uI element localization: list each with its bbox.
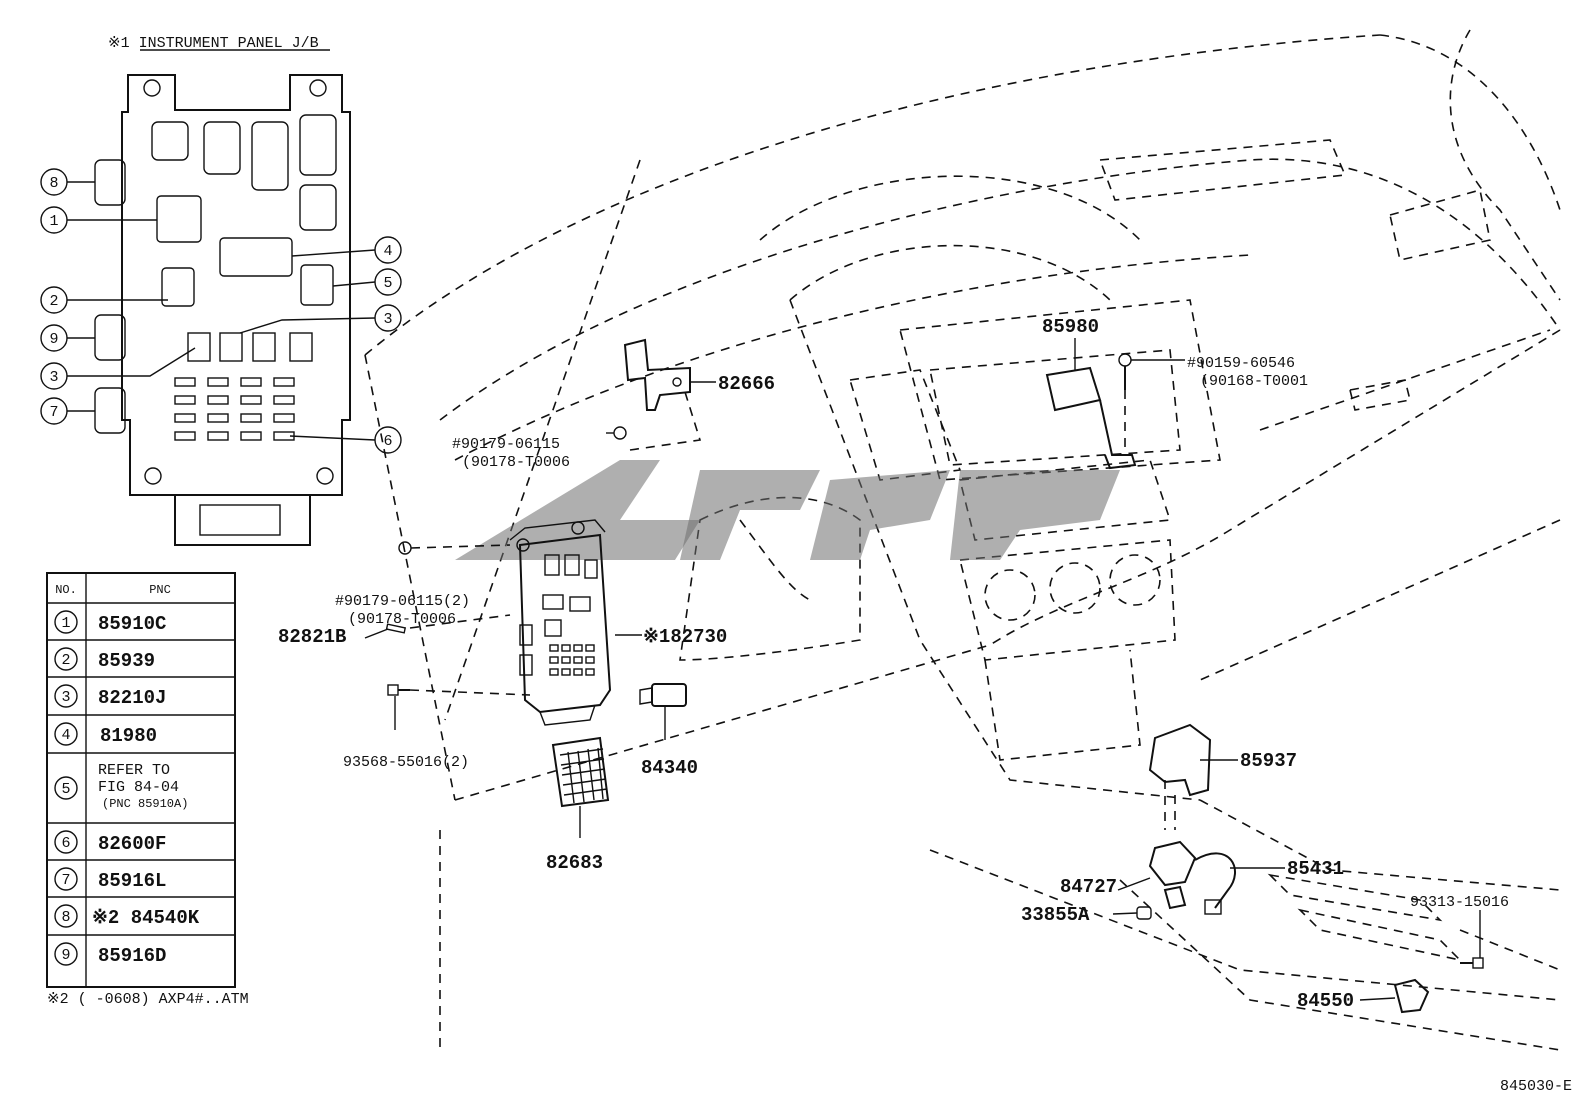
panel-callout-9: 9 [40,324,68,352]
relay-85980 [1045,338,1137,470]
svg-text:2: 2 [49,293,58,310]
label-85980: 85980 [1042,316,1099,338]
bracket-82666 [623,338,716,451]
panel-callout-2: 2 [40,286,68,314]
table-row: 2 85939 [54,647,155,672]
pnc-table: NO. PNC 1 85910C 2 85939 3 82210J 4 8198… [46,572,249,1008]
svg-text:85910C: 85910C [98,613,166,635]
svg-text:81980: 81980 [100,725,157,747]
label-93313: 93313-15016 [1410,894,1509,911]
table-row: 4 81980 [54,722,157,747]
svg-text:4: 4 [383,243,392,260]
label-82821b: 82821B [278,626,346,648]
table-row: 1 85910C [54,610,166,635]
label-84550: 84550 [1297,990,1354,1012]
panel-callout-5: 5 [374,268,402,296]
label-84340: 84340 [641,757,698,779]
label-90168: (90168-T0001 [1200,373,1308,390]
svg-text:9: 9 [49,331,58,348]
clip-33855a [1112,906,1152,920]
svg-text:8: 8 [61,909,70,926]
svg-text:82600F: 82600F [98,833,166,855]
figure-id: 845030-E [1500,1078,1572,1095]
svg-text:(PNC 85910A): (PNC 85910A) [102,797,188,811]
svg-text:82210J: 82210J [98,687,166,709]
junction-block-82730 [509,519,612,726]
pin-82821b [385,614,511,634]
panel-callout-3b: 3 [40,362,68,390]
screw-90159 [1118,353,1185,455]
svg-text:7: 7 [49,404,58,421]
clip-nut-2 [398,541,511,555]
svg-text:5: 5 [383,275,392,292]
svg-text:85916D: 85916D [98,945,166,967]
label-90178-b: (90178-T0006 [348,611,456,628]
panel-callout-6: 6 [374,426,402,454]
svg-text:6: 6 [61,835,70,852]
bolt-93568 [387,684,531,730]
svg-text:9: 9 [61,947,70,964]
svg-text:1: 1 [61,615,70,632]
svg-text:4: 4 [61,727,70,744]
label-90179-a: #90179-06115 [452,436,560,453]
label-90179-b: #90179-06115(2) [335,593,470,610]
label-90178-a: (90178-T0006 [462,454,570,471]
label-33855a: 33855A [1021,904,1090,926]
label-90159: #90159-60546 [1187,355,1295,372]
svg-text:※2 84540K: ※2 84540K [92,907,200,929]
panel-callout-8: 8 [40,168,68,196]
switch-84550 [1359,978,1430,1014]
table-row: 7 85916L [54,867,166,892]
label-85431: 85431 [1287,858,1344,880]
panel-callout-4: 4 [374,236,402,264]
svg-text:2: 2 [61,652,70,669]
label-82730: ※182730 [643,626,727,648]
watermark-logo [455,460,1120,560]
clip-nut-1 [606,426,627,440]
table-row: 6 82600F [54,830,166,855]
panel-title: ※1 INSTRUMENT PANEL J/B [108,35,319,52]
bracket-85937 [1148,723,1238,830]
svg-text:6: 6 [383,433,392,450]
table-footnote: ※2 ( -0608) AXP4#..ATM [47,991,249,1008]
label-93568: 93568-55016(2) [343,754,469,771]
table-row: 3 82210J [54,684,166,709]
panel-callout-3a: 3 [374,304,402,332]
svg-text:85939: 85939 [98,650,155,672]
svg-text:8: 8 [49,175,58,192]
relay-84727 [1117,840,1285,915]
label-84727: 84727 [1060,876,1117,898]
fuse-cover-82683 [551,736,610,838]
label-85937: 85937 [1240,750,1297,772]
panel-callout-7: 7 [40,397,68,425]
screw-93313 [1460,910,1484,969]
table-row: 9 85916D [54,942,166,967]
svg-text:1: 1 [49,213,58,230]
svg-text:7: 7 [61,872,70,889]
label-82666: 82666 [718,373,775,395]
table-row: 5 REFER TO FIG 84-04 (PNC 85910A) [54,762,188,811]
table-header-pnc: PNC [149,583,171,597]
svg-text:REFER TO: REFER TO [98,762,170,779]
svg-text:FIG 84-04: FIG 84-04 [98,779,179,796]
label-82683: 82683 [546,852,603,874]
table-header-no: NO. [55,583,77,597]
svg-text:85916L: 85916L [98,870,166,892]
instrument-panel-jb-drawing: ※1 INSTRUMENT PANEL J/B [40,35,402,546]
table-row: 8 ※2 84540K [54,904,200,929]
svg-text:3: 3 [49,369,58,386]
svg-text:5: 5 [61,781,70,798]
svg-text:3: 3 [61,689,70,706]
panel-callout-1: 1 [40,206,68,234]
svg-text:3: 3 [383,311,392,328]
leader-lines [364,628,642,639]
switch-84340 [639,683,687,740]
